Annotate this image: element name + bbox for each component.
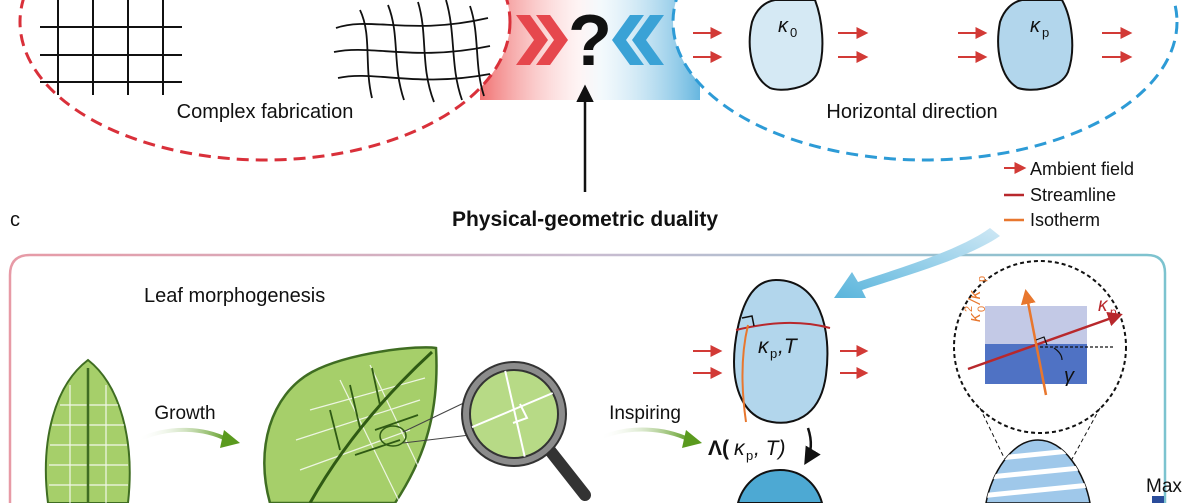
leaf-morphogenesis-title: Leaf morphogenesis: [144, 285, 325, 307]
inset-ratio-den-sub: p: [976, 276, 988, 282]
horizontal-direction-label: Horizontal direction: [826, 101, 997, 123]
optimized-blob: [733, 278, 831, 424]
regular-grid-icon: [40, 0, 182, 95]
colorbar: [1152, 496, 1164, 503]
inset-ratio-num: κ: [965, 312, 984, 322]
distorted-grid-icon: [333, 0, 491, 103]
legend-isotherm-label: Isotherm: [1030, 210, 1100, 230]
inset-ratio-sup: 2: [963, 306, 975, 312]
inset-kappa-p-sub: p: [1110, 305, 1117, 319]
question-mark: ?: [568, 1, 612, 81]
isotherm: [741, 324, 749, 423]
inset-isotherm-arrow-icon: [1020, 289, 1048, 396]
lens-connector: [402, 399, 471, 433]
blob-kappa-p: [997, 0, 1074, 91]
complex-fabrication-label: Complex fabrication: [177, 101, 354, 123]
inset-zoom: [953, 260, 1127, 434]
growth-arrow-icon: [137, 427, 229, 442]
magnifier-icon: [461, 361, 591, 501]
duality-label: Physical-geometric duality: [452, 208, 718, 231]
striped-blob: [985, 439, 1091, 503]
kappa-0-symbol: κ: [778, 15, 789, 37]
down-arrow-icon: [804, 427, 821, 466]
streamline: [735, 321, 831, 331]
blob-kappa-0: [748, 0, 824, 91]
inspiring-label: Inspiring: [609, 403, 681, 424]
inset-kappa-p: κ: [1098, 295, 1109, 316]
blob-kappa-rest: ,T: [778, 335, 799, 358]
kappa-p-symbol: κ: [1030, 15, 1041, 37]
ambient-field-arrows-panel: [693, 345, 869, 379]
center-gradient-band: [480, 0, 700, 100]
inset-ratio-den: /κ: [965, 289, 984, 305]
inset-gamma: γ: [1064, 365, 1075, 387]
lambda-kappa: κ: [734, 437, 746, 460]
colorbar-max-label: Max: [1146, 476, 1182, 497]
lambda-rest: , T): [754, 437, 786, 460]
growth-arrowhead-icon: [220, 430, 240, 448]
ambient-field-arrows-top: [693, 27, 1133, 63]
lambda-prefix: Λ(: [708, 437, 729, 460]
legend-ambient-label: Ambient field: [1030, 159, 1134, 179]
kappa-0-sub: 0: [790, 25, 797, 40]
inset-ratio-label: κ 0 2 /κ p: [963, 276, 988, 322]
legend-streamline-label: Streamline: [1030, 185, 1116, 205]
inset-streamline-arrow-icon: [967, 311, 1123, 371]
lambda-kappa-sub: p: [746, 448, 753, 463]
inspiring-arrow-icon: [599, 427, 691, 442]
kappa-p-sub: p: [1042, 25, 1049, 40]
inspiring-arrowhead-icon: [682, 430, 702, 448]
panel-letter-c: c: [10, 209, 20, 231]
small-leaf-icon: [44, 358, 131, 503]
blob-kappa-sub: p: [770, 346, 777, 361]
inset-ratio-sub: 0: [976, 306, 988, 312]
growth-label: Growth: [154, 403, 215, 424]
lens-connector-2: [402, 434, 471, 444]
sweep-arrow-icon: [834, 228, 1000, 298]
result-blob: [736, 468, 824, 503]
top-left-ellipse: [18, 0, 512, 162]
large-leaf-icon: [263, 346, 438, 503]
chevron-left-icon: [612, 15, 664, 65]
chevron-right-icon: [516, 15, 568, 65]
panel-c-border: [8, 253, 1167, 503]
top-right-ellipse: [671, 0, 1179, 162]
legend: Ambient field Streamline Isotherm: [1004, 159, 1134, 230]
blob-kappa: κ: [758, 335, 770, 358]
